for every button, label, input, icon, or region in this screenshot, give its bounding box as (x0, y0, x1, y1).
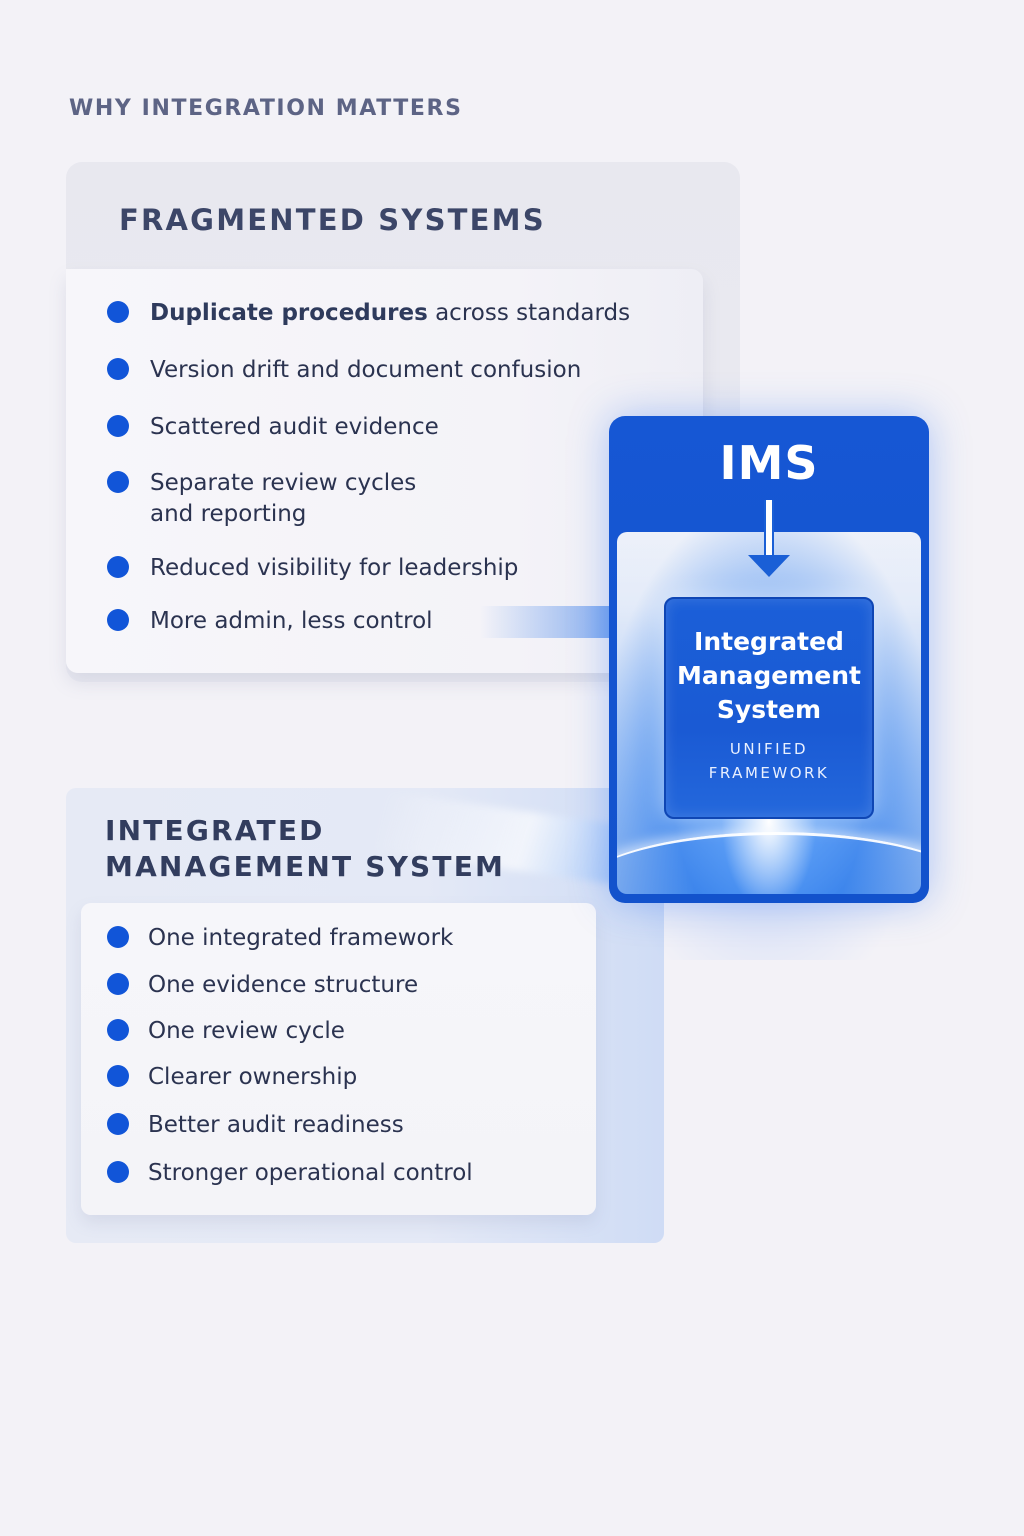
integrated-item: Clearer ownership (107, 1062, 357, 1093)
bullet-dot-icon (107, 415, 129, 437)
core-subtitle-line: FRAMEWORK (708, 764, 830, 782)
integrated-list-card (81, 903, 596, 1215)
core-title: Integrated Management System (666, 625, 872, 727)
bullet-dot-icon (107, 358, 129, 380)
fragmented-item: Duplicate procedures across standards (107, 298, 630, 329)
bullet-dot-icon (107, 609, 129, 631)
bullet-dot-icon (107, 1113, 129, 1135)
ims-label: IMS (719, 436, 819, 490)
item-text: Version drift and document confusion (150, 357, 582, 383)
fragmented-title: FRAGMENTED SYSTEMS (119, 203, 546, 237)
item-text: More admin, less control (150, 608, 433, 634)
integrated-item: Better audit readiness (107, 1110, 404, 1141)
fragmented-item: More admin, less control (107, 606, 433, 637)
item-text: One evidence structure (148, 972, 419, 998)
core-title-line: System (716, 695, 822, 724)
item-text-line: Separate review cycles (150, 470, 417, 496)
core-title-line: Integrated (694, 627, 844, 656)
section-eyebrow: WHY INTEGRATION MATTERS (69, 96, 463, 121)
integrated-title-line: INTEGRATED (105, 814, 325, 847)
bullet-dot-icon (107, 1161, 129, 1183)
item-emphasis: Duplicate procedures (150, 300, 428, 326)
core-subtitle: UNIFIED FRAMEWORK (666, 737, 872, 785)
item-text: Separate review cycles and reporting (150, 468, 416, 530)
fragmented-item: Reduced visibility for leadership (107, 553, 518, 584)
item-text: Better audit readiness (148, 1112, 404, 1138)
integrated-item: One evidence structure (107, 970, 418, 1001)
fragmented-item: Scattered audit evidence (107, 412, 439, 443)
ims-core-box: Integrated Management System UNIFIED FRA… (664, 597, 874, 819)
item-text: One integrated framework (148, 925, 454, 951)
integrated-item: One integrated framework (107, 923, 453, 954)
fragmented-list-card (66, 269, 703, 673)
arrow-down-icon-head (748, 555, 790, 577)
core-subtitle-line: UNIFIED (729, 740, 809, 758)
bullet-dot-icon (107, 1065, 129, 1087)
integrated-item: Stronger operational control (107, 1158, 473, 1189)
light-arc (617, 832, 921, 894)
bullet-dot-icon (107, 1019, 129, 1041)
item-text: Clearer ownership (148, 1064, 358, 1090)
item-text: Reduced visibility for leadership (150, 555, 519, 581)
integrated-item: One review cycle (107, 1016, 345, 1047)
item-text: Scattered audit evidence (150, 414, 439, 440)
fragmented-item: Version drift and document confusion (107, 355, 581, 386)
item-text-line: and reporting (150, 501, 307, 527)
arrow-down-icon (764, 500, 774, 558)
item-text: across standards (427, 300, 631, 326)
bullet-dot-icon (107, 301, 129, 323)
fragmented-item: Separate review cycles and reporting (107, 468, 416, 530)
bullet-dot-icon (107, 471, 129, 493)
integrated-title: INTEGRATED MANAGEMENT SYSTEM (105, 813, 505, 885)
integrated-title-line: MANAGEMENT SYSTEM (105, 850, 506, 883)
bullet-dot-icon (107, 926, 129, 948)
item-text: One review cycle (148, 1018, 345, 1044)
bullet-dot-icon (107, 973, 129, 995)
core-title-line: Management (676, 661, 862, 690)
bullet-dot-icon (107, 556, 129, 578)
item-text: Stronger operational control (148, 1160, 473, 1186)
